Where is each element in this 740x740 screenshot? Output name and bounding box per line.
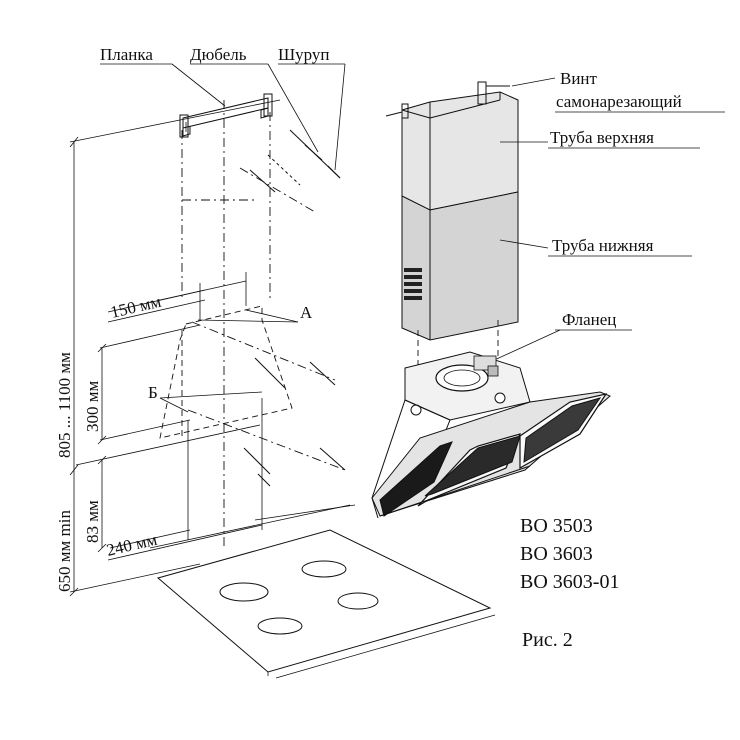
model-1: ВО 3503 bbox=[520, 515, 593, 537]
burner-1 bbox=[219, 582, 269, 602]
guide-oblique-1 bbox=[239, 167, 316, 213]
burner-4 bbox=[337, 592, 379, 610]
dimension-lines bbox=[69, 99, 356, 597]
label-point-b: Б bbox=[148, 383, 158, 402]
burner-3 bbox=[257, 617, 303, 635]
burner-2 bbox=[301, 560, 347, 578]
shurup-leader bbox=[334, 63, 346, 171]
vent-slots bbox=[404, 268, 422, 300]
cooktop bbox=[156, 529, 496, 679]
figure-caption: Рис. 2 bbox=[522, 629, 573, 651]
glass-panel-mid bbox=[424, 435, 521, 497]
a-leader-2 bbox=[245, 309, 299, 323]
planka-leader bbox=[171, 63, 226, 107]
hood-screws bbox=[243, 357, 346, 487]
label-vint-1: Винт bbox=[560, 69, 598, 88]
b-leader-1 bbox=[159, 397, 189, 413]
cooktop-edge bbox=[275, 614, 496, 679]
label-flanets: Фланец bbox=[562, 310, 616, 329]
dubel-leader bbox=[267, 63, 319, 153]
flanets-leader bbox=[489, 329, 561, 363]
label-dubel: Дюбель bbox=[190, 45, 247, 64]
hood-body bbox=[371, 351, 611, 519]
label-point-a: А bbox=[300, 303, 313, 322]
glass-panel-right bbox=[523, 397, 602, 463]
label-shurup: Шуруп bbox=[278, 45, 330, 64]
floor-guide bbox=[149, 504, 351, 549]
label-vint-2: самонарезающий bbox=[556, 92, 682, 111]
glass-panel-left bbox=[379, 441, 453, 517]
hood-wall-outline bbox=[159, 305, 346, 471]
dim-300: 300 мм bbox=[83, 380, 102, 432]
vint-leader bbox=[511, 77, 556, 87]
dim-650-min: 650 мм min bbox=[55, 510, 74, 592]
chimney-upper bbox=[385, 81, 519, 211]
dim-150: 150 мм bbox=[109, 292, 163, 322]
a-leader-1 bbox=[197, 319, 299, 323]
model-2: ВО 3603 bbox=[520, 543, 593, 565]
truba-nizh-leader bbox=[499, 239, 549, 249]
label-truba-verh: Труба верхняя bbox=[550, 128, 654, 147]
b-leader-2 bbox=[159, 391, 263, 399]
model-3: ВО 3603-01 bbox=[520, 571, 619, 593]
dim-range-height: 805 ... 1100 мм bbox=[55, 352, 74, 458]
bracket-screws bbox=[249, 129, 341, 193]
dim-83: 83 мм bbox=[83, 500, 102, 543]
dim-240: 240 мм bbox=[105, 530, 159, 560]
label-planka: Планка bbox=[100, 45, 153, 64]
mounting-bracket bbox=[179, 93, 273, 138]
label-truba-nizh: Труба нижняя bbox=[552, 236, 654, 255]
chimney-lower bbox=[401, 191, 519, 341]
